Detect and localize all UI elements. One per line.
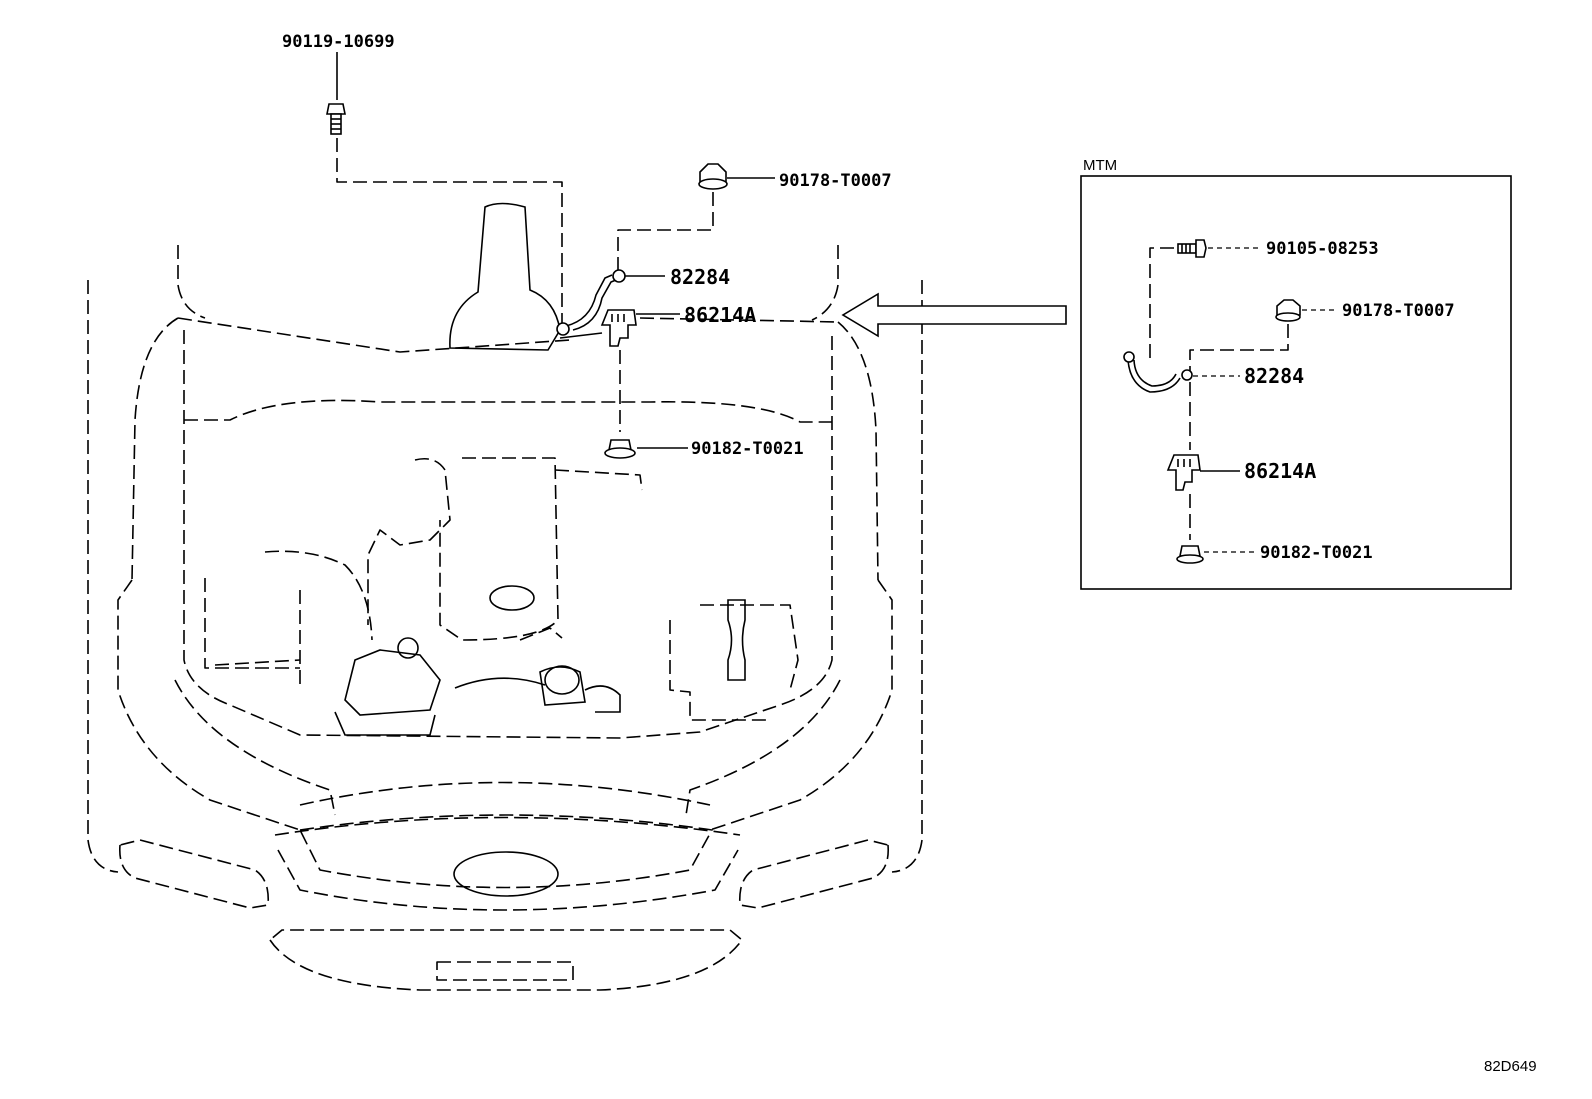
flange-nut-icon (604, 439, 636, 459)
inset-label-bracket: 86214A (1244, 459, 1316, 483)
bracket-icon (600, 309, 637, 347)
main-exploded-view: 90119-10699 90178-T0007 82284 86214A 901… (282, 32, 1067, 459)
bolt-icon (326, 103, 346, 135)
nut-icon (698, 163, 728, 190)
vehicle-outline (87, 245, 923, 991)
ground-cable-icon (556, 269, 626, 336)
inset-frame (1080, 175, 1512, 590)
engine-components (204, 202, 799, 736)
label-bolt-top: 90119-10699 (282, 32, 395, 52)
label-cable: 82284 (670, 265, 730, 289)
inset-title: MTM (1083, 157, 1117, 174)
label-nut-lower: 90182-T0021 (691, 439, 804, 459)
inset-label-nut-upper: 90178-T0007 (1342, 301, 1455, 321)
ground-cable-icon (1123, 351, 1193, 393)
flange-nut-icon (1176, 545, 1204, 564)
nut-icon (1275, 299, 1301, 322)
arrow-icon (841, 292, 1067, 338)
bolt-icon (1177, 239, 1207, 258)
label-bracket: 86214A (684, 303, 756, 327)
label-nut-upper: 90178-T0007 (779, 171, 892, 191)
bracket-icon (1166, 454, 1201, 491)
figure-ref-code: 82D649 (1484, 1058, 1537, 1075)
inset-mtm: MTM 82284 (1080, 157, 1512, 590)
inset-label-cable: 82284 (1244, 364, 1304, 388)
inset-label-nut-lower: 90182-T0021 (1260, 543, 1373, 563)
inset-label-bolt: 90105-08253 (1266, 239, 1379, 259)
